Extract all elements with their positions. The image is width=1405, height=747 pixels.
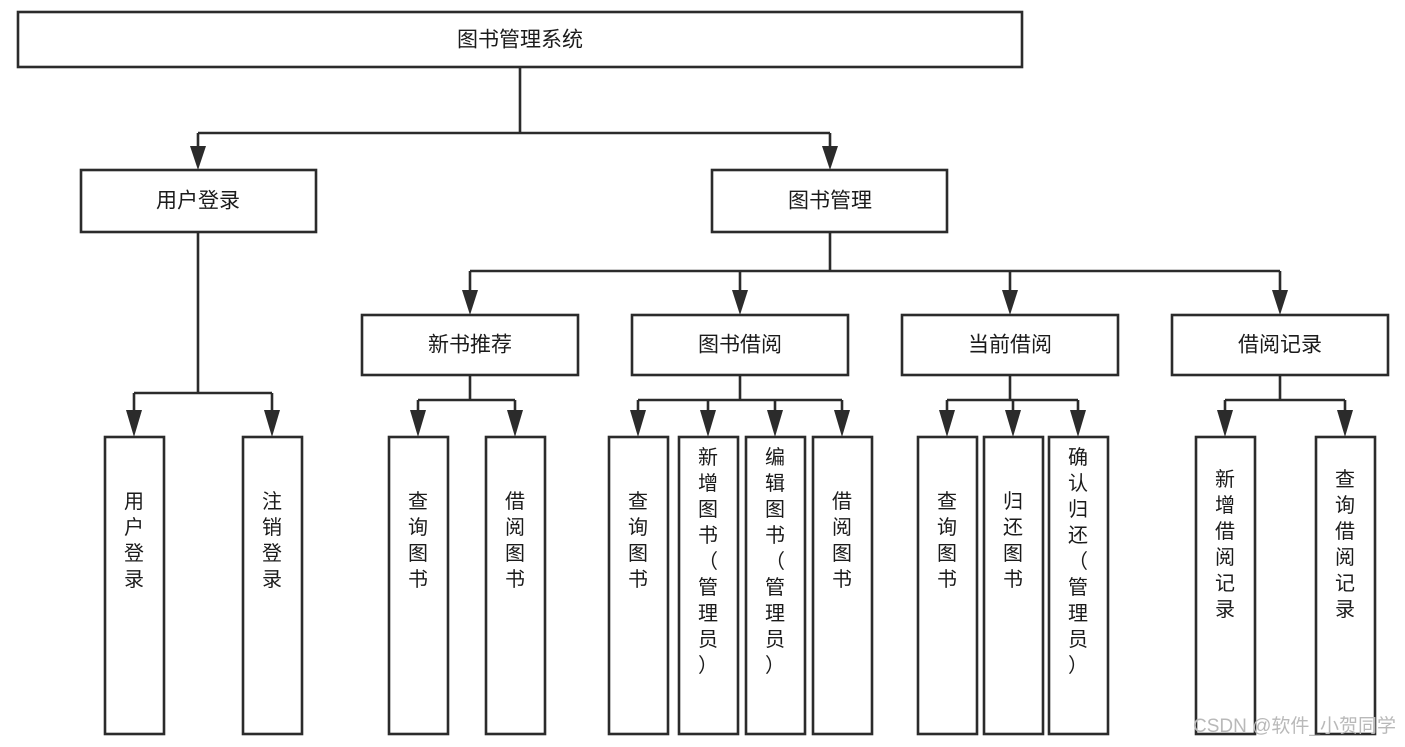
node-leaf-add-record-label: 新增借阅记录 bbox=[1215, 468, 1235, 621]
node-leaf-query-book-2[interactable]: 查询图书 bbox=[607, 435, 670, 736]
node-borrow-label: 图书借阅 bbox=[698, 334, 782, 357]
node-root-box[interactable] bbox=[16, 10, 1024, 69]
arrow-head-leaf-add-record bbox=[1217, 410, 1233, 437]
connector-group-newbook bbox=[410, 375, 523, 437]
arrow-head-leaf-query-book-2 bbox=[630, 410, 646, 437]
arrow-head-current bbox=[1002, 290, 1018, 315]
node-leaf-confirm-return-label: 确认归还（管理员） bbox=[1068, 446, 1088, 677]
arrow-head-leaf-edit-book bbox=[767, 410, 783, 437]
node-leaf-add-book[interactable]: 新增图书（管理员） bbox=[677, 435, 740, 736]
node-login-label: 用户登录 bbox=[156, 190, 240, 213]
csdn-watermark: CSDN @软件_小贺同学 bbox=[1193, 715, 1396, 737]
node-leaf-return-book-label: 归还图书 bbox=[1003, 490, 1023, 591]
node-leaf-confirm-return-box[interactable] bbox=[1047, 435, 1110, 736]
node-current[interactable]: 当前借阅 bbox=[900, 313, 1120, 377]
connector-group-login bbox=[126, 232, 280, 437]
arrow-head-leaf-query-record bbox=[1337, 410, 1353, 437]
node-records[interactable]: 借阅记录 bbox=[1170, 313, 1390, 377]
arrow-head-leaf-query-book-1 bbox=[410, 410, 426, 437]
node-leaf-edit-book[interactable]: 编辑图书（管理员） bbox=[744, 435, 807, 736]
node-borrow[interactable]: 图书借阅 bbox=[630, 313, 850, 377]
arrow-head-leaf-query-book-3 bbox=[939, 410, 955, 437]
node-root[interactable]: 图书管理系统 bbox=[16, 10, 1024, 69]
node-leaf-borrow-book-2-label: 借阅图书 bbox=[832, 490, 852, 591]
arrow-head-leaf-add-book bbox=[700, 410, 716, 437]
arrow-head-leaf-user-logout bbox=[264, 410, 280, 437]
node-leaf-query-book-1[interactable]: 查询图书 bbox=[387, 435, 450, 736]
node-leaf-user-logout-box[interactable] bbox=[241, 435, 304, 736]
node-newbook[interactable]: 新书推荐 bbox=[360, 313, 580, 377]
node-records-box[interactable] bbox=[1170, 313, 1390, 377]
node-leaf-borrow-book-1-label: 借阅图书 bbox=[505, 490, 525, 591]
node-login-box[interactable] bbox=[79, 168, 318, 234]
node-leaf-return-book[interactable]: 归还图书 bbox=[982, 435, 1045, 736]
node-bookmgmt-label: 图书管理 bbox=[788, 190, 872, 213]
node-bookmgmt[interactable]: 图书管理 bbox=[710, 168, 949, 234]
node-leaf-borrow-book-1-box[interactable] bbox=[484, 435, 547, 736]
connector-group-bookmgmt bbox=[462, 232, 1288, 315]
arrow-head-login bbox=[190, 146, 206, 170]
arrow-head-leaf-return-book bbox=[1005, 410, 1021, 437]
node-leaf-edit-book-box[interactable] bbox=[744, 435, 807, 736]
arrow-head-bookmgmt bbox=[822, 146, 838, 170]
node-leaf-borrow-book-1[interactable]: 借阅图书 bbox=[484, 435, 547, 736]
arrow-head-newbook bbox=[462, 290, 478, 315]
node-leaf-query-record-box[interactable] bbox=[1314, 435, 1377, 736]
connector-group-root bbox=[190, 67, 838, 170]
arrow-head-leaf-confirm-return bbox=[1070, 410, 1086, 437]
arrow-head-borrow bbox=[732, 290, 748, 315]
node-borrow-box[interactable] bbox=[630, 313, 850, 377]
node-leaf-add-record[interactable]: 新增借阅记录 bbox=[1194, 435, 1257, 736]
node-leaf-query-book-1-label: 查询图书 bbox=[408, 490, 428, 591]
node-current-box[interactable] bbox=[900, 313, 1120, 377]
node-leaf-query-book-2-label: 查询图书 bbox=[628, 490, 648, 591]
node-leaf-add-book-label: 新增图书（管理员） bbox=[698, 446, 718, 677]
node-leaf-query-book-1-box[interactable] bbox=[387, 435, 450, 736]
node-leaf-borrow-book-2[interactable]: 借阅图书 bbox=[811, 435, 874, 736]
node-leaf-query-book-3-box[interactable] bbox=[916, 435, 979, 736]
arrow-head-leaf-borrow-book-2 bbox=[834, 410, 850, 437]
node-bookmgmt-box[interactable] bbox=[710, 168, 949, 234]
connector-group-current bbox=[939, 375, 1086, 437]
node-leaf-user-logout-label: 注销登录 bbox=[262, 490, 282, 591]
node-leaf-user-logout[interactable]: 注销登录 bbox=[241, 435, 304, 736]
node-leaf-user-login[interactable]: 用户登录 bbox=[103, 435, 166, 736]
arrow-head-leaf-borrow-book-1 bbox=[507, 410, 523, 437]
node-leaf-borrow-book-2-box[interactable] bbox=[811, 435, 874, 736]
node-leaf-edit-book-label: 编辑图书（管理员） bbox=[765, 446, 785, 677]
node-leaf-confirm-return[interactable]: 确认归还（管理员） bbox=[1047, 435, 1110, 736]
node-root-label: 图书管理系统 bbox=[457, 29, 583, 52]
node-leaf-add-book-box[interactable] bbox=[677, 435, 740, 736]
node-leaf-query-book-3[interactable]: 查询图书 bbox=[916, 435, 979, 736]
node-leaf-user-login-label: 用户登录 bbox=[124, 491, 144, 591]
node-current-label: 当前借阅 bbox=[968, 334, 1052, 357]
node-leaf-query-book-2-box[interactable] bbox=[607, 435, 670, 736]
node-leaf-user-login-box[interactable] bbox=[103, 435, 166, 736]
connector-group-borrow bbox=[630, 375, 850, 437]
node-leaf-add-record-box[interactable] bbox=[1194, 435, 1257, 736]
node-records-label: 借阅记录 bbox=[1238, 334, 1322, 357]
node-leaf-return-book-box[interactable] bbox=[982, 435, 1045, 736]
node-leaf-query-record-label: 查询借阅记录 bbox=[1335, 468, 1355, 621]
arrow-head-records bbox=[1272, 290, 1288, 315]
node-leaf-query-record[interactable]: 查询借阅记录 bbox=[1314, 435, 1377, 736]
node-newbook-label: 新书推荐 bbox=[428, 334, 512, 357]
node-leaf-query-book-3-label: 查询图书 bbox=[937, 490, 957, 591]
node-newbook-box[interactable] bbox=[360, 313, 580, 377]
arrow-head-leaf-user-login bbox=[126, 410, 142, 437]
node-login[interactable]: 用户登录 bbox=[79, 168, 318, 234]
connector-group-records bbox=[1217, 375, 1353, 437]
